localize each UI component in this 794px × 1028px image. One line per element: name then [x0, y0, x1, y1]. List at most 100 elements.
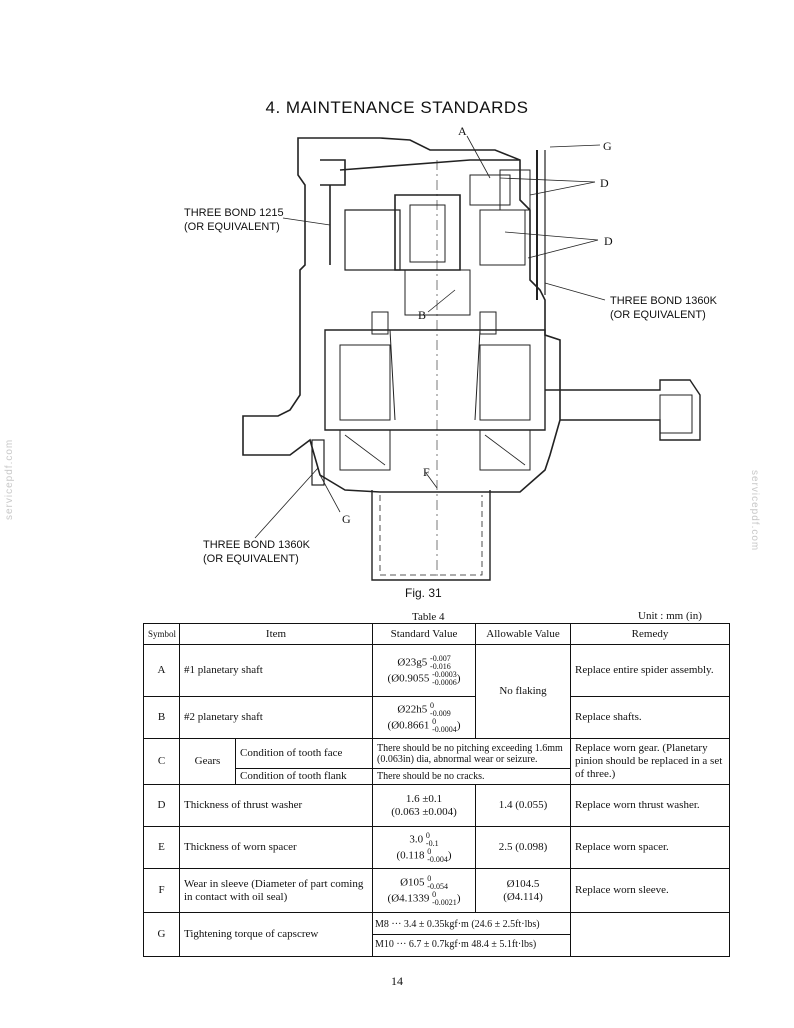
allowable-value: Ø104.5: [506, 877, 540, 890]
std-value: (Ø0.9055: [387, 672, 430, 685]
table-caption: Table 4: [412, 611, 445, 623]
remedy-cell: Replace worn sleeve.: [570, 868, 731, 913]
item-cell: Thickness of thrust washer: [178, 784, 374, 827]
tol-lower: -0.016: [430, 661, 451, 671]
page-number: 14: [391, 974, 403, 988]
diagram-letter-d: D: [604, 234, 613, 248]
tolerance: 0-0.004: [427, 847, 448, 864]
figure-caption: Fig. 31: [405, 586, 442, 600]
header-allowable: Allowable Value: [475, 623, 572, 645]
allowable-cell: 1.4 (0.055): [475, 784, 572, 827]
std-value: Ø22h5: [397, 703, 428, 716]
item-cell: Tightening torque of capscrew: [178, 912, 374, 957]
torque-cell: M8 ··· 3.4 ± 0.35kgf·m (24.6 ± 2.5ft·lbs…: [372, 912, 572, 957]
remedy-cell: Replace worn gear. (Planetary pinion sho…: [570, 738, 731, 785]
tol-lower: -0.0004: [432, 724, 457, 734]
tol-upper: -0.0003: [432, 669, 457, 679]
diagram-letter-b: B: [418, 308, 427, 322]
paren: ): [447, 849, 452, 862]
tol-upper: 0: [432, 716, 437, 726]
item-cell: Gears: [179, 738, 236, 785]
tolerance: 0-0.0021: [432, 889, 457, 907]
symbol-cell: A: [143, 644, 180, 697]
remedy-cell: Replace worn spacer.: [570, 826, 731, 869]
standard-cell: 1.6 ±0.1 (0.063 ±0.004): [372, 784, 477, 827]
header-remedy: Remedy: [570, 623, 731, 645]
condition-cell: There should be no cracks.: [372, 768, 572, 785]
std-value: Ø23g5: [397, 656, 428, 669]
diagram-letter-f: F: [423, 465, 430, 479]
tol-upper: 0: [432, 889, 437, 899]
std-value: 3.0: [409, 833, 424, 846]
tol-upper: 0: [430, 700, 435, 710]
callout-three-bond-1360k-right: THREE BOND 1360K (OR EQUIVALENT): [610, 294, 717, 322]
paren: ): [456, 892, 461, 905]
table-row: G Tightening torque of capscrew M8 ··· 3…: [143, 912, 731, 957]
condition-cell: There should be no pitching exceeding 1.…: [372, 738, 572, 769]
paren: ): [456, 719, 461, 732]
table-row: E Thickness of worn spacer 3.0 0-0.1 (0.…: [143, 826, 731, 869]
tol-lower: -0.054: [427, 881, 448, 891]
allowable-cell: No flaking: [475, 644, 572, 739]
tolerance: 0-0.0004: [432, 716, 457, 734]
table-header-row: Symbol Item Standard Value Allowable Val…: [143, 623, 731, 645]
remedy-cell: Replace shafts.: [570, 696, 731, 739]
callout-line: THREE BOND 1360K: [610, 295, 717, 307]
item-cell: #1 planetary shaft: [178, 644, 374, 697]
tol-lower: -0.0021: [432, 897, 457, 907]
watermark: servicepdf.com: [4, 438, 15, 520]
symbol-cell: C: [143, 738, 180, 785]
std-value: Ø105: [400, 876, 425, 889]
header-item: Item: [178, 623, 374, 645]
callout-line: (OR EQUIVALENT): [610, 309, 706, 321]
tol-lower: -0.0006: [432, 677, 457, 687]
std-value: (0.118: [396, 849, 425, 862]
item-cell: Thickness of worn spacer: [178, 826, 374, 869]
callout-line: (OR EQUIVALENT): [184, 221, 280, 233]
torque-m10: M10 ··· 6.7 ± 0.7kgf·m 48.4 ± 5.1ft·lbs): [375, 939, 537, 950]
symbol-cell: E: [143, 826, 180, 869]
item-cell: #2 planetary shaft: [178, 696, 374, 739]
symbol-cell: B: [143, 696, 180, 739]
callout-line: (OR EQUIVALENT): [203, 553, 299, 565]
tolerance: 0-0.1: [425, 831, 439, 848]
tol-upper: -0.007: [430, 653, 451, 663]
std-value: (0.063 ±0.004): [391, 805, 457, 818]
table-row: A #1 planetary shaft Ø23g5 -0.007-0.016 …: [143, 644, 731, 739]
table-row: D Thickness of thrust washer 1.6 ±0.1 (0…: [143, 784, 731, 827]
section-title: 4. MAINTENANCE STANDARDS: [265, 98, 529, 117]
tol-lower: -0.009: [430, 708, 451, 718]
maintenance-standards-table: Symbol Item Standard Value Allowable Val…: [143, 623, 731, 957]
watermark: servicepdf.com: [749, 470, 760, 552]
standard-cell: Ø22h5 0-0.009 (Ø0.8661 0-0.0004): [372, 696, 477, 739]
table-row: F Wear in sleeve (Diameter of part comin…: [143, 868, 731, 913]
tol-lower: -0.1: [425, 838, 439, 848]
callout-line: THREE BOND 1360K: [203, 539, 310, 551]
tolerance: 0-0.054: [427, 873, 448, 891]
callout-line: THREE BOND 1215: [184, 207, 284, 219]
symbol-cell: F: [143, 868, 180, 913]
header-symbol: Symbol: [143, 623, 180, 645]
tolerance: -0.0003-0.0006: [432, 669, 457, 687]
standard-cell: 3.0 0-0.1 (0.118 0-0.004): [372, 826, 477, 869]
diagram-letter-g: G: [603, 139, 612, 153]
remedy-cell: Replace entire spider assembly.: [570, 644, 731, 697]
remedy-cell: [570, 912, 731, 957]
sub-item-cell: Condition of tooth flank: [234, 768, 374, 785]
tol-upper: 0: [427, 873, 432, 883]
allowable-cell: 2.5 (0.098): [475, 826, 572, 869]
paren: ): [456, 672, 461, 685]
remedy-cell: Replace worn thrust washer.: [570, 784, 731, 827]
callout-three-bond-1360k-left: THREE BOND 1360K (OR EQUIVALENT): [203, 538, 310, 566]
sub-item-cell: Condition of tooth face: [234, 738, 374, 769]
diagram-letter-a: A: [458, 124, 467, 138]
gearbox-cross-section-diagram: [242, 135, 701, 581]
std-value: (Ø0.8661: [387, 719, 430, 732]
callout-three-bond-1215: THREE BOND 1215 (OR EQUIVALENT): [184, 206, 284, 234]
torque-m8: M8 ··· 3.4 ± 0.35kgf·m (24.6 ± 2.5ft·lbs…: [373, 915, 571, 935]
table-row: B #2 planetary shaft Ø22h5 0-0.009 (Ø0.8…: [143, 696, 731, 739]
table-row: C Gears Condition of tooth face There sh…: [143, 738, 731, 785]
standard-cell: Ø105 0-0.054 (Ø4.1339 0-0.0021): [372, 868, 477, 913]
allowable-cell: Ø104.5 (Ø4.114): [475, 868, 572, 913]
standard-cell: Ø23g5 -0.007-0.016 (Ø0.9055 -0.0003-0.00…: [372, 644, 477, 697]
